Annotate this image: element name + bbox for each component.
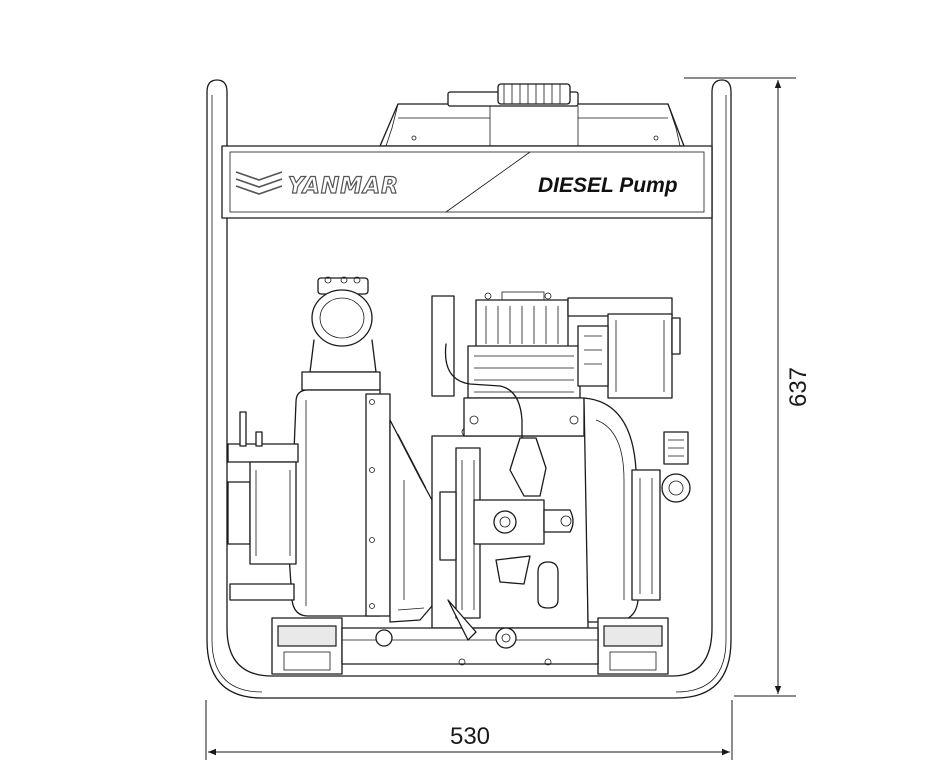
brand-logo: YANMAR bbox=[288, 174, 399, 199]
cylinder-head bbox=[431, 291, 585, 439]
product-label: DIESEL Pump bbox=[538, 174, 678, 197]
engine-block bbox=[431, 427, 589, 629]
fuel-tank bbox=[379, 83, 685, 147]
width-value: 530 bbox=[450, 723, 490, 750]
name-panel: YANMAR DIESEL Pump bbox=[221, 145, 713, 219]
suction-inlet bbox=[227, 411, 299, 601]
discharge-outlet bbox=[309, 276, 377, 373]
height-dimension: 637 bbox=[684, 77, 812, 697]
engine-pump-assembly bbox=[227, 276, 691, 675]
yanmar-logo-icon bbox=[235, 171, 283, 195]
roll-frame bbox=[206, 79, 732, 699]
volute-cone bbox=[389, 419, 433, 623]
height-value: 637 bbox=[785, 367, 812, 407]
pump-casing bbox=[286, 371, 391, 617]
flywheel-housing bbox=[583, 397, 691, 623]
width-dimension: 530 bbox=[205, 700, 733, 760]
fuel-cap bbox=[503, 84, 561, 104]
base-skid bbox=[271, 599, 669, 675]
air-cleaner bbox=[567, 297, 681, 399]
